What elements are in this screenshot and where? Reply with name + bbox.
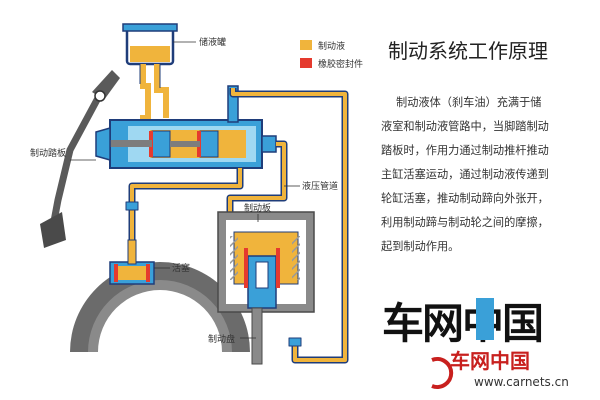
description-line-1: 制动液体（刹车油）充满于储 (396, 95, 541, 109)
description-line-4: 主缸活塞运动，通过制动液传递到 (381, 167, 549, 181)
watermark-logo-bar (476, 298, 494, 340)
legend-label-fluid: 制动液 (318, 40, 345, 52)
legend-swatch-seal (300, 58, 312, 68)
drum-brake (70, 239, 250, 352)
fluid-reservoir (122, 23, 178, 121)
legend-label-seal: 橡胶密封件 (318, 58, 363, 70)
watermark: 车网中国 车网中国 www.carnets.cn (382, 298, 569, 389)
page-title: 制动系统工作原理 (388, 39, 548, 63)
description-line-6: 利用制动蹄与制动轮之间的摩擦， (381, 215, 549, 229)
label-brake-disc: 制动盘 (208, 333, 235, 345)
legend-swatch-fluid (300, 40, 312, 50)
label-piston: 活塞 (172, 262, 190, 274)
callout-lines (70, 41, 300, 339)
master-cylinder (95, 85, 277, 169)
disc-brake (217, 211, 315, 365)
description-line-5: 轮缸活塞，推动制动蹄向外张开， (381, 191, 549, 205)
label-brake-pad: 制动板 (244, 202, 271, 214)
brake-pedal (40, 70, 120, 248)
watermark-cn: 车网中国 (450, 349, 530, 373)
label-hydraulic-line: 液压管道 (302, 180, 338, 192)
label-pedal: 制动踏板 (30, 147, 66, 159)
watermark-url: www.carnets.cn (474, 375, 569, 389)
description-line-7: 起到制动作用。 (381, 240, 459, 253)
description-line-3: 踏板时，作用力通过制动推杆推动 (381, 143, 549, 157)
label-reservoir: 储液罐 (199, 36, 226, 48)
legend: 制动液 橡胶密封件 (300, 40, 363, 70)
watermark-brand-logo: 车网中国 (382, 299, 542, 348)
watermark-c-logo (431, 357, 454, 389)
description-line-2: 液室和制动液管路中，当脚踏制动 (381, 119, 549, 133)
hydraulic-lines (125, 88, 349, 364)
